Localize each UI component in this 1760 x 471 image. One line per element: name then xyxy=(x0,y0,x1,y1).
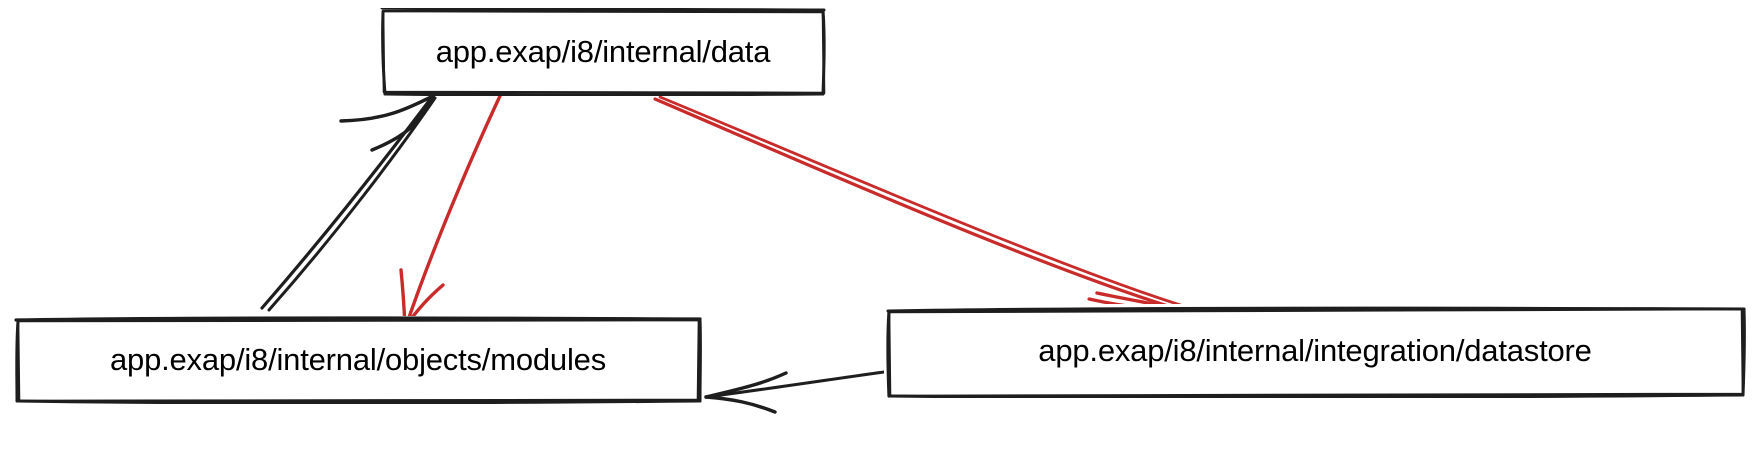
node-datastore-label: app.exap/i8/internal/integration/datasto… xyxy=(1038,333,1592,368)
edge-modules-to-data xyxy=(260,94,437,312)
node-modules-label: app.exap/i8/internal/objects/modules xyxy=(109,342,606,377)
edge-data-to-datastore xyxy=(653,95,1192,314)
node-datastore[interactable]: app.exap/i8/internal/integration/datasto… xyxy=(884,304,1746,398)
edge-datastore-to-modules xyxy=(704,370,886,414)
node-data[interactable]: app.exap/i8/internal/data xyxy=(380,8,826,96)
node-modules[interactable]: app.exap/i8/internal/objects/modules xyxy=(14,316,702,404)
node-data-label: app.exap/i8/internal/data xyxy=(435,34,771,69)
edge-data-to-modules xyxy=(399,94,502,329)
